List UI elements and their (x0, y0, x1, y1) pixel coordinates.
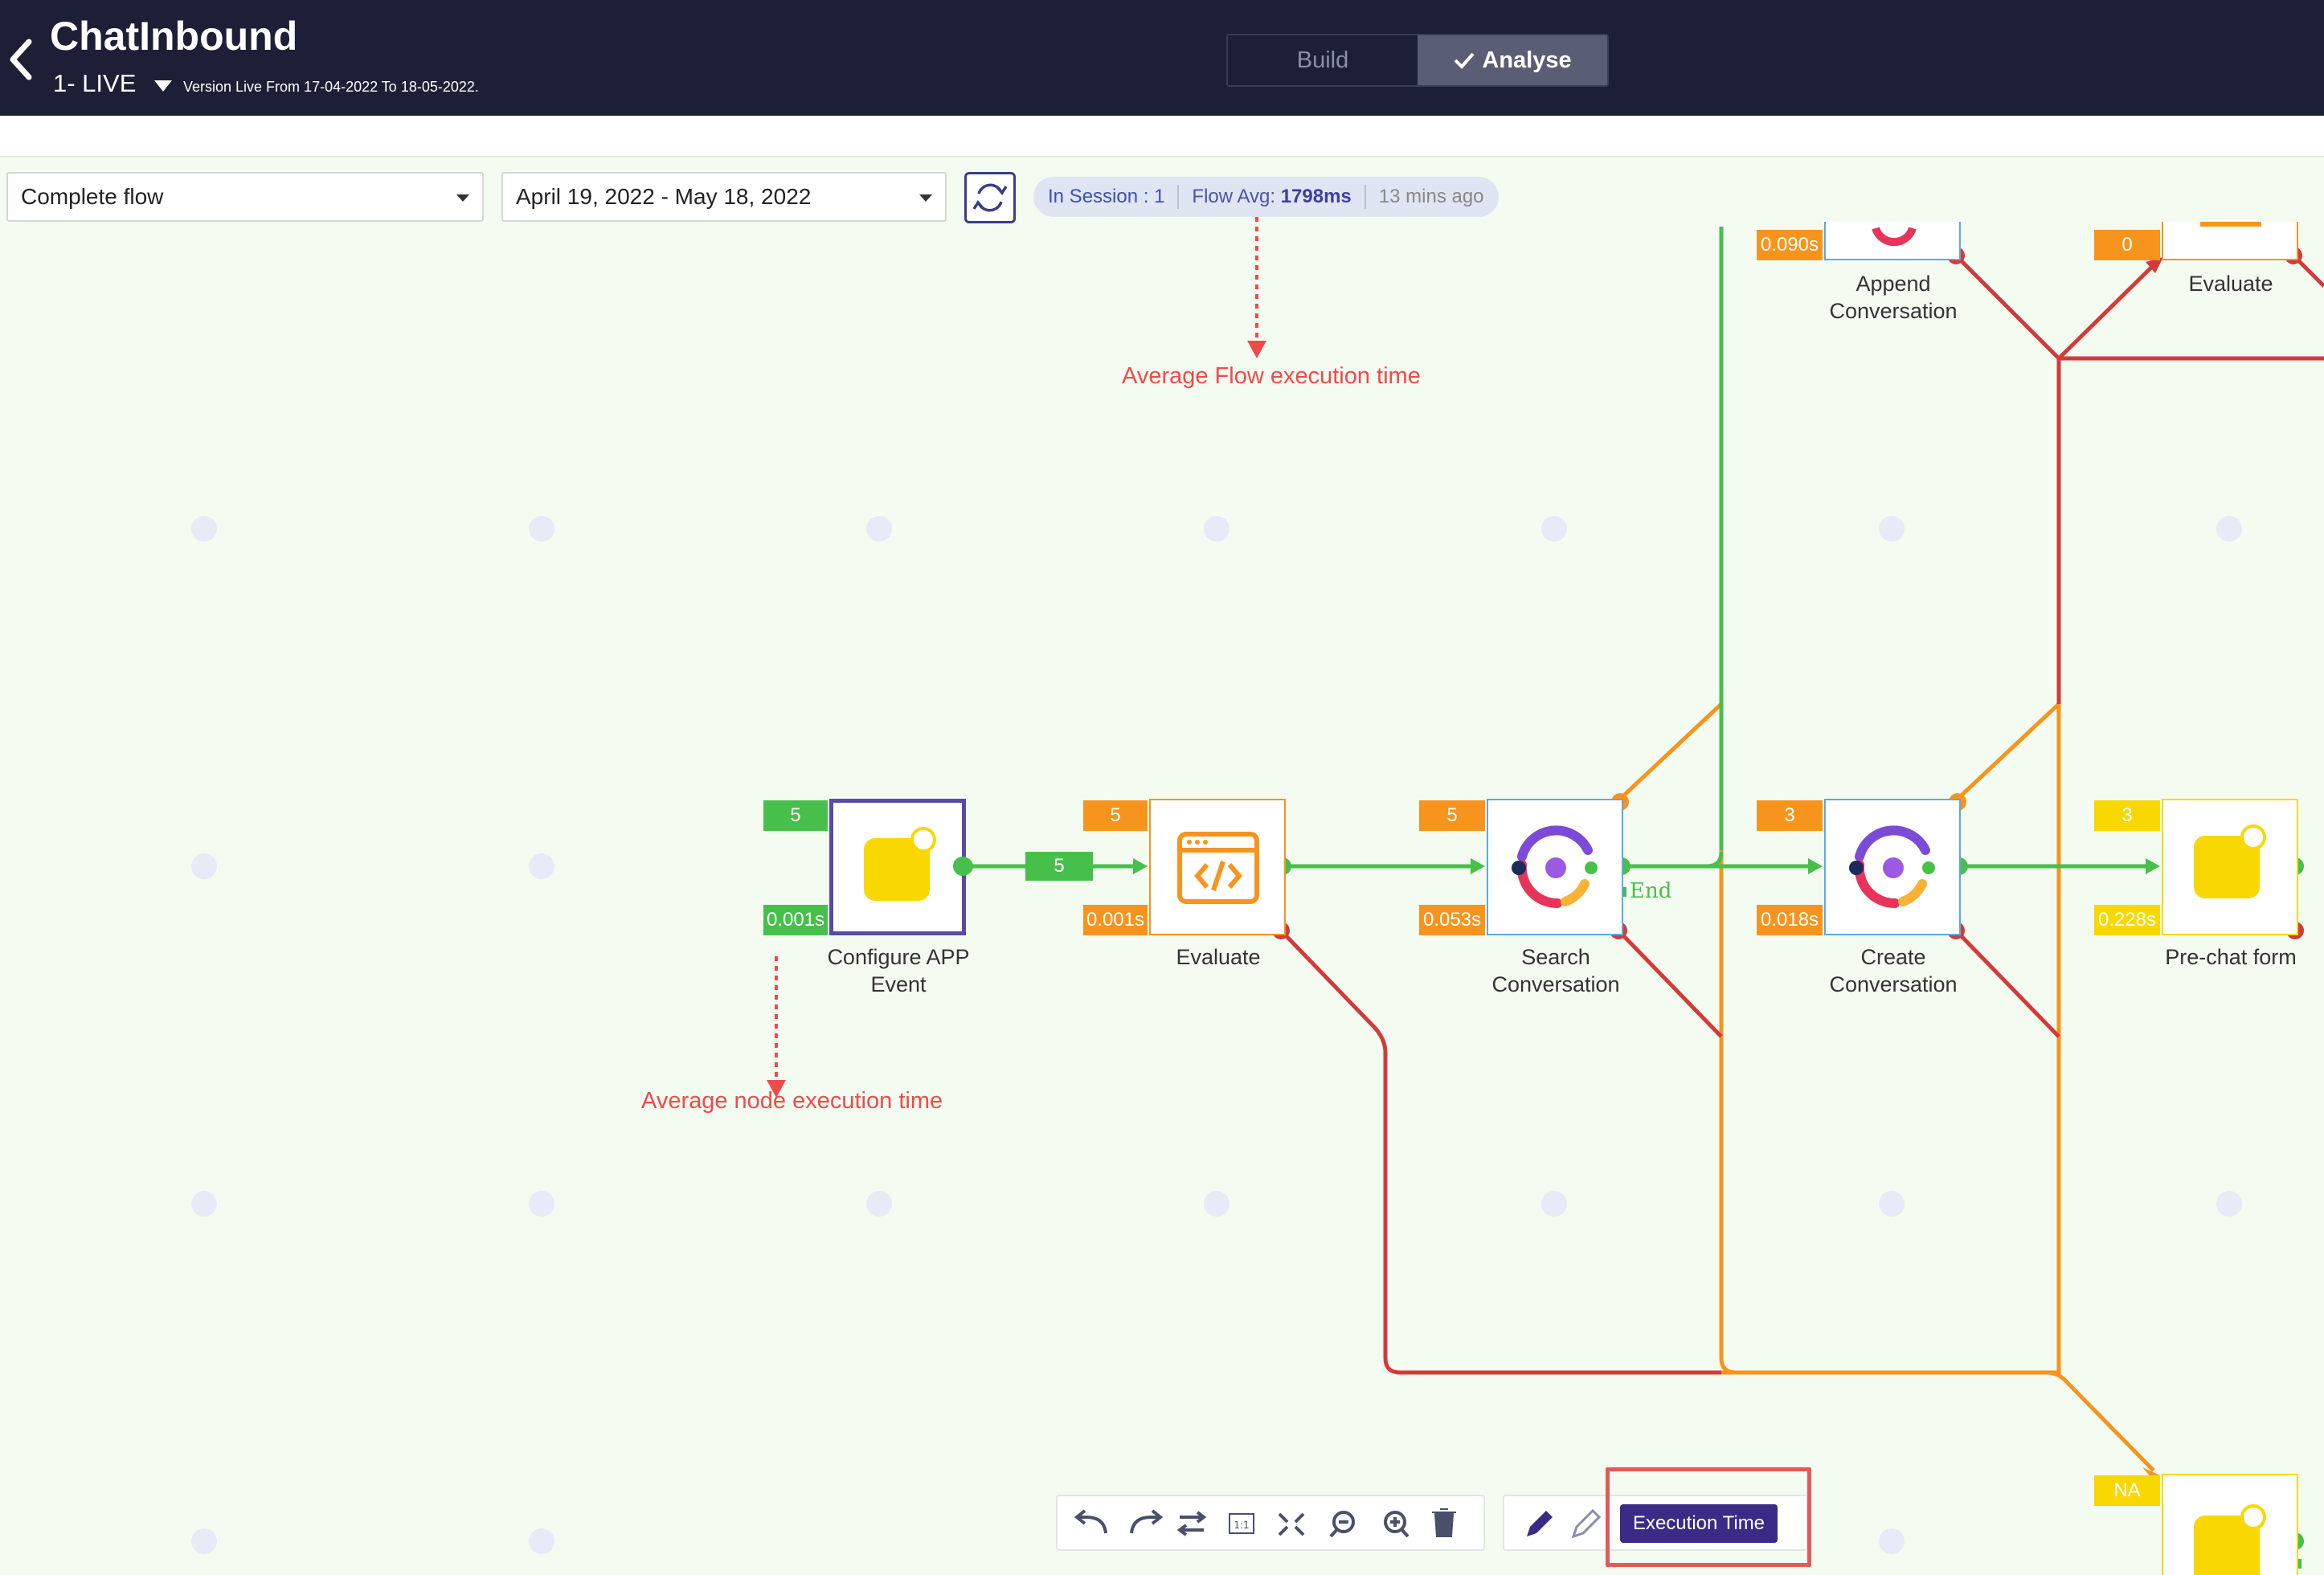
flow-avg-stat: Flow Avg: 1798ms (1192, 186, 1351, 208)
node-configure-app-event[interactable] (829, 799, 966, 935)
flow-avg-label: Flow Avg: (1192, 186, 1276, 207)
node-label: Evaluate (2188, 272, 2273, 296)
node-label: Create Conversation (1829, 945, 1958, 996)
count-badge: NA (2094, 1475, 2160, 1506)
trash-icon[interactable] (1432, 1508, 1456, 1537)
count-badge: 3 (2094, 800, 2160, 831)
flow-select[interactable]: Complete flow (6, 172, 484, 222)
conversation-ring-icon (1849, 825, 1935, 909)
app-header: ChatInbound 1- LIVE Version Live From 17… (0, 0, 2324, 116)
node-label: Append Conversation (1829, 272, 1958, 323)
annotation-node-time: Average node execution time (641, 1088, 943, 1114)
version-note: Version Live From 17-04-2022 To 18-05-20… (183, 79, 479, 95)
count-badge: 0 (2094, 230, 2160, 260)
undo-icon[interactable] (1074, 1509, 1107, 1534)
node-label: Evaluate (1176, 945, 1261, 969)
time-badge: 0.018s (1757, 905, 1823, 935)
check-icon (1454, 52, 1475, 69)
count-badge: 5 (763, 800, 828, 831)
zoom-in-icon[interactable] (1384, 1511, 1406, 1533)
mode-toggle: Build Analyse (1226, 34, 1609, 87)
execution-time-button[interactable]: Execution Time (1620, 1504, 1778, 1543)
caret-down-icon (919, 194, 932, 202)
node-label: Search Conversation (1491, 945, 1620, 996)
flow-avg-value: 1798ms (1280, 186, 1352, 207)
tab-build[interactable]: Build (1228, 35, 1418, 85)
sub-bar (0, 116, 2324, 158)
date-range-select[interactable]: April 19, 2022 - May 18, 2022 (501, 172, 947, 222)
conversation-ring-icon (1872, 227, 1917, 247)
refresh-icon (972, 183, 1008, 212)
conversation-ring-icon (1512, 825, 1598, 909)
highlight-box (1606, 1467, 1811, 1567)
time-badge: 0.228s (2094, 905, 2160, 935)
time-badge: 0.001s (1083, 905, 1148, 935)
fit-icon[interactable] (1278, 1512, 1305, 1536)
count-badge: 3 (1757, 800, 1823, 831)
updated-time: 13 mins ago (1378, 186, 1484, 207)
time-badge: 0.053s (1419, 905, 1485, 935)
svg-text:1:1: 1:1 (1234, 1520, 1249, 1531)
actual-size-icon[interactable] (1229, 1513, 1254, 1534)
version-select[interactable]: 1- LIVE (53, 69, 137, 97)
pencil-icon[interactable] (1527, 1511, 1553, 1536)
date-range-value: April 19, 2022 - May 18, 2022 (516, 184, 812, 209)
node-create-conversation[interactable] (1824, 799, 1961, 935)
redo-icon[interactable] (1130, 1509, 1164, 1534)
flow-select-value: Complete flow (21, 184, 164, 209)
node-pre-chat-form[interactable] (2162, 799, 2298, 935)
canvas-toolbar: 1:1 (1056, 1495, 1485, 1551)
count-badge: 5 (1419, 800, 1485, 831)
flow-stats-pill: In Session : 1 Flow Avg: 1798ms 13 mins … (1033, 177, 1499, 217)
node-search-conversation[interactable] (1487, 799, 1623, 935)
grid-dots (191, 516, 2242, 1554)
refresh-button[interactable] (964, 172, 1016, 223)
node-label: Pre-chat form (2165, 945, 2297, 969)
port-out[interactable] (953, 857, 972, 876)
annotation-flow-time: Average Flow execution time (1122, 363, 1421, 389)
caret-down-icon (456, 194, 469, 202)
swap-icon[interactable] (1176, 1511, 1207, 1536)
edge-count-label: 5 (1054, 855, 1065, 877)
code-window-icon (1177, 832, 1259, 904)
node-append-conversation[interactable] (1824, 222, 1961, 260)
node-label: Configure APP Event (827, 945, 970, 996)
count-badge: 5 (1083, 800, 1148, 831)
edge-count-badge (1025, 852, 1093, 881)
time-badge: 0.090s (1757, 230, 1823, 260)
in-session-stat: In Session : 1 (1048, 186, 1165, 207)
node-evaluate[interactable] (1149, 799, 1286, 935)
back-arrow-icon[interactable] (5, 35, 37, 84)
node-bottom[interactable] (2162, 1474, 2298, 1575)
zoom-out-icon[interactable] (1332, 1511, 1355, 1533)
tab-analyse-label: Analyse (1482, 47, 1572, 73)
end-label: End (1630, 879, 1672, 903)
pen-outline-icon[interactable] (1571, 1508, 1602, 1539)
caret-down-icon[interactable] (154, 80, 172, 92)
flow-title: ChatInbound (50, 14, 298, 59)
tab-analyse[interactable]: Analyse (1418, 35, 1607, 85)
node-evaluate-2[interactable] (2162, 222, 2298, 260)
time-badge: 0.001s (763, 905, 828, 935)
